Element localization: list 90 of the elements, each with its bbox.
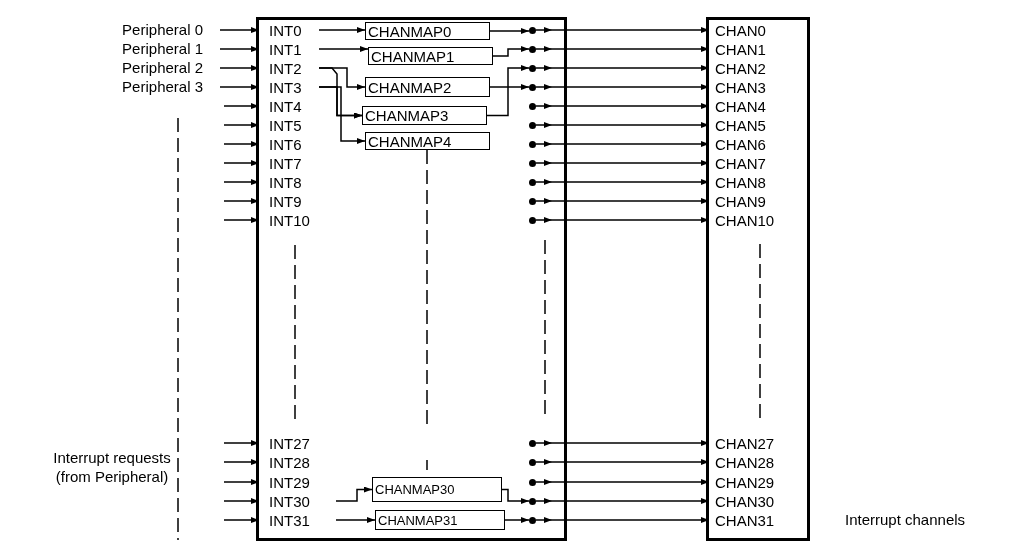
channel-label: CHAN2 [709, 58, 804, 78]
arrow [223, 198, 260, 204]
channel-label: CHAN28 [709, 452, 804, 472]
arrow [535, 440, 710, 446]
source-label: Peripheral 1 [50, 41, 220, 57]
arrow [535, 179, 710, 185]
input-label: INT7 [259, 153, 319, 173]
arrow [535, 122, 710, 128]
arrow [535, 479, 710, 485]
input-label: INT9 [259, 191, 319, 211]
arrow [223, 179, 260, 185]
channel-map-box: CHANMAP4 [365, 132, 490, 150]
input-label: INT29 [259, 472, 336, 492]
arrow [335, 486, 373, 502]
channel-label: CHAN29 [709, 472, 804, 492]
channel-block [706, 17, 810, 541]
arrow [535, 141, 710, 147]
channel-label: CHAN8 [709, 172, 804, 192]
arrow [223, 103, 260, 109]
channel-label: CHAN31 [709, 510, 804, 530]
channel-label: CHAN3 [709, 77, 804, 97]
input-label: INT31 [259, 510, 336, 530]
arrow [223, 498, 260, 504]
channel-label: CHAN27 [709, 433, 804, 453]
arrow [223, 122, 260, 128]
arrow [492, 46, 530, 57]
input-label: INT3 [259, 77, 319, 97]
arrow [489, 28, 530, 34]
arrow [223, 160, 260, 166]
input-label: INT2 [259, 58, 319, 78]
arrow [223, 217, 260, 223]
arrow [535, 46, 710, 52]
input-label: INT4 [259, 96, 319, 116]
channel-label: CHAN30 [709, 491, 804, 511]
channel-map-box: CHANMAP3 [362, 106, 487, 125]
arrow [489, 84, 530, 90]
note-text: Interrupt requests (from Peripheral) [52, 448, 172, 486]
arrow [535, 217, 710, 223]
arrow [535, 65, 710, 71]
channel-map-box: CHANMAP1 [368, 47, 493, 65]
input-label: INT6 [259, 134, 319, 154]
source-label: Peripheral 3 [50, 79, 220, 95]
note-text: Interrupt channels [845, 510, 966, 529]
channel-map-box: CHANMAP30 [372, 477, 502, 502]
arrow [535, 498, 710, 504]
source-label: Peripheral 2 [50, 60, 220, 76]
arrow [219, 46, 260, 52]
arrow [535, 27, 710, 33]
arrow [535, 103, 710, 109]
input-label: INT0 [259, 20, 319, 40]
input-label: INT27 [259, 433, 336, 453]
input-label: INT10 [259, 210, 319, 230]
arrow [223, 440, 260, 446]
arrow [501, 488, 530, 504]
channel-label: CHAN1 [709, 39, 804, 59]
channel-label: CHAN9 [709, 191, 804, 211]
channel-label: CHAN0 [709, 20, 804, 40]
arrow [219, 84, 260, 90]
arrow [219, 65, 260, 71]
arrow [535, 84, 710, 90]
arrow [219, 27, 260, 33]
arrow [535, 517, 710, 523]
mux-block [256, 17, 567, 541]
source-label: Peripheral 0 [50, 22, 220, 38]
arrow [335, 517, 376, 523]
channel-map-box: CHANMAP2 [365, 77, 490, 97]
channel-map-box: CHANMAP0 [365, 22, 490, 40]
input-label: INT1 [259, 39, 319, 59]
channel-map-box: CHANMAP31 [375, 510, 505, 530]
input-label: INT5 [259, 115, 319, 135]
input-label: INT30 [259, 491, 336, 511]
arrow [223, 141, 260, 147]
channel-label: CHAN5 [709, 115, 804, 135]
arrow [223, 517, 260, 523]
input-label: INT8 [259, 172, 319, 192]
arrow [535, 459, 710, 465]
arrow [318, 27, 366, 33]
channel-label: CHAN7 [709, 153, 804, 173]
arrow [223, 459, 260, 465]
arrow [535, 160, 710, 166]
arrow [486, 65, 530, 117]
channel-label: CHAN10 [709, 210, 804, 230]
arrow [535, 198, 710, 204]
channel-label: CHAN6 [709, 134, 804, 154]
arrow [223, 479, 260, 485]
input-label: INT28 [259, 452, 336, 472]
arrow [504, 517, 530, 523]
channel-label: CHAN4 [709, 96, 804, 116]
arrow [318, 86, 366, 144]
arrow [318, 46, 369, 52]
